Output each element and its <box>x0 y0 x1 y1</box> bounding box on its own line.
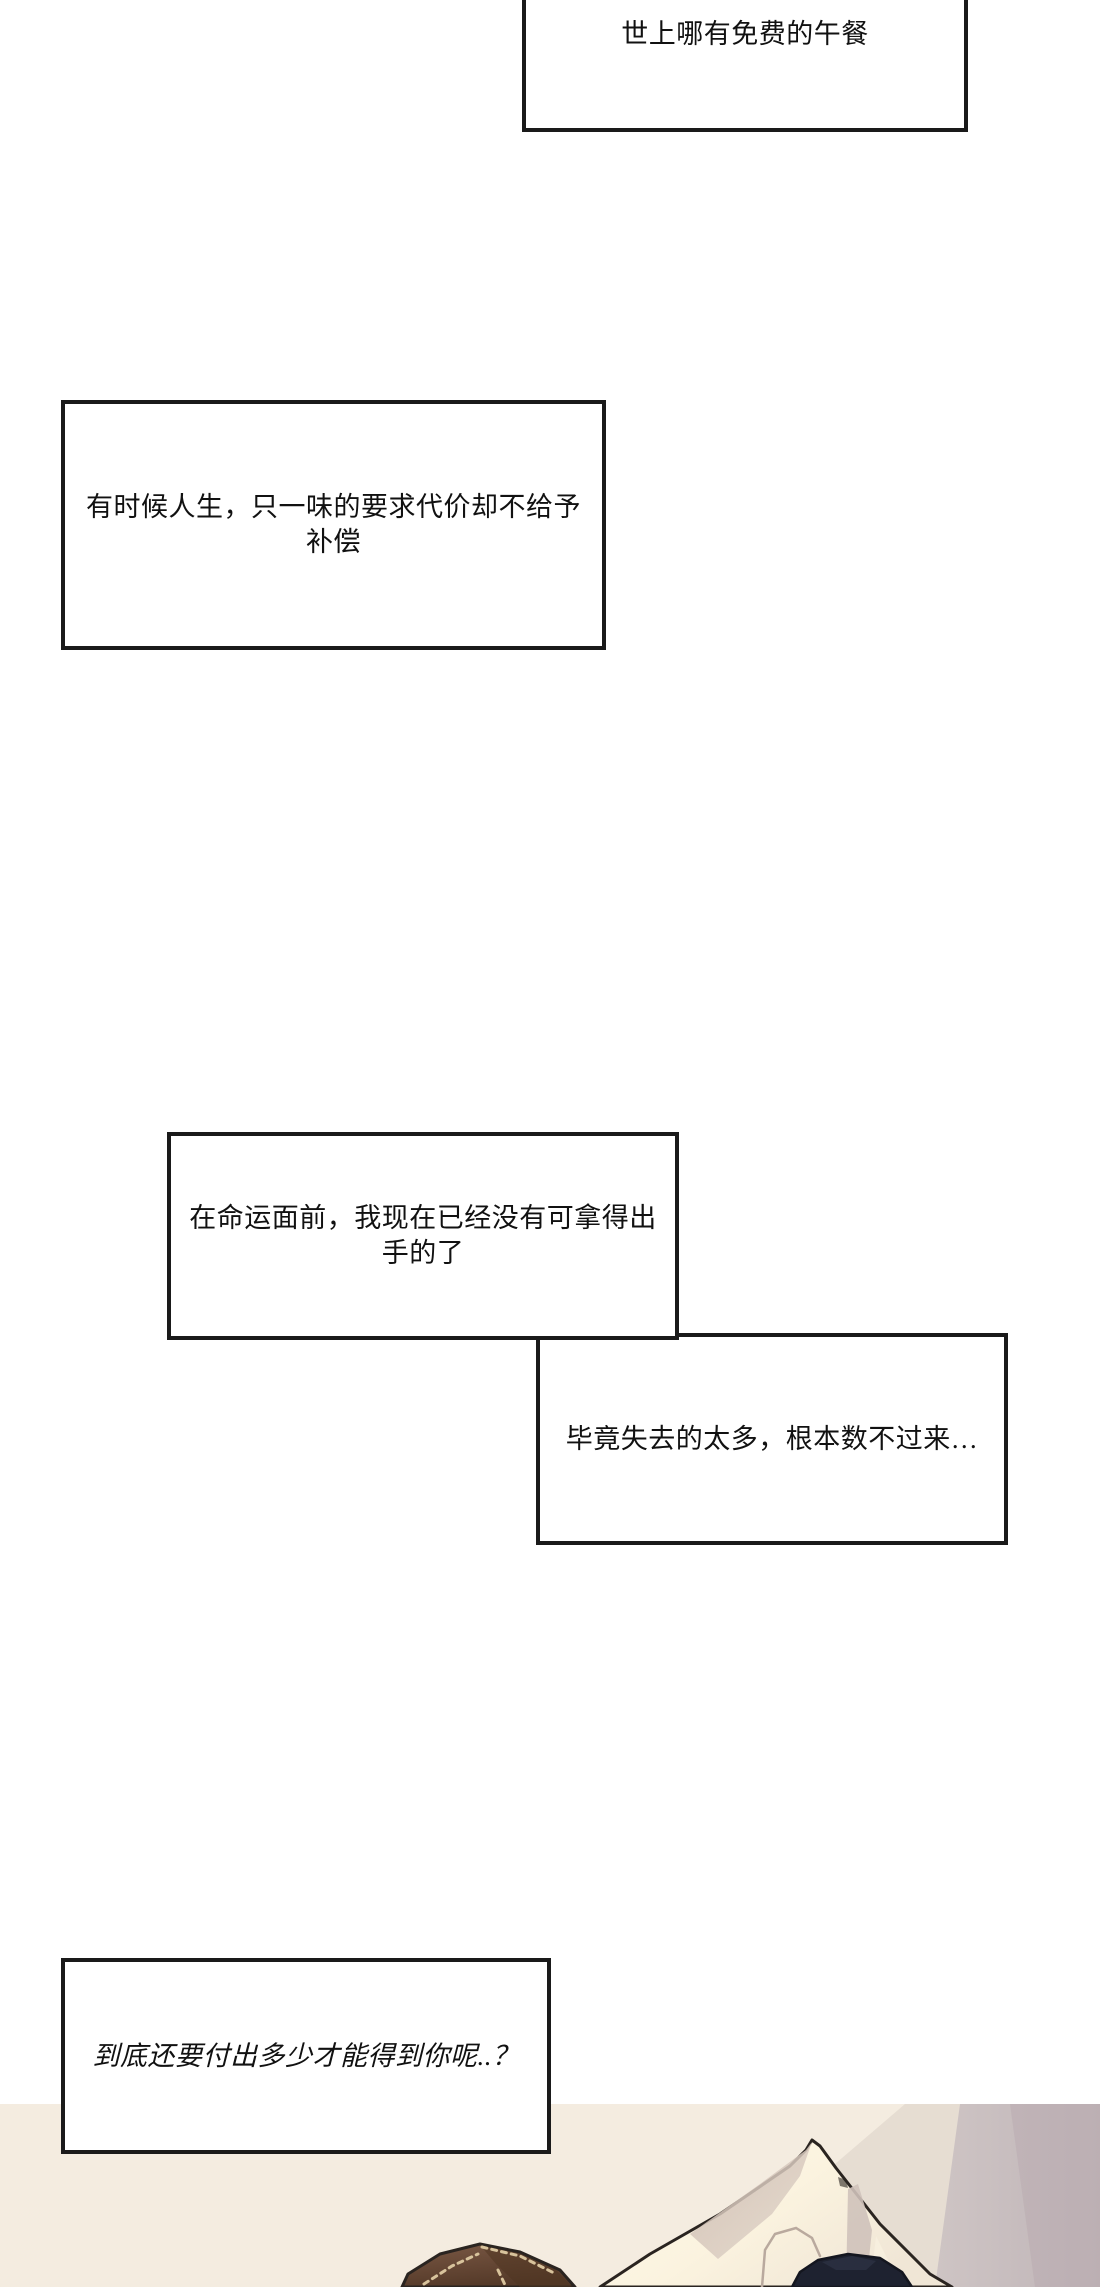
art-pillow-fold-line <box>760 2226 822 2287</box>
speech-bubble-4-text: 毕竟失去的太多，根本数不过来… <box>565 1423 979 1454</box>
speech-bubble-2[interactable]: 有时候人生，只一味的要求代价却不给予补偿 <box>61 400 606 650</box>
art-pillow-shade-left <box>690 2142 812 2259</box>
speech-bubble-3-text: 在命运面前，我现在已经没有可拿得出手的了 <box>189 1203 657 1268</box>
speech-bubble-2-text: 有时候人生，只一味的要求代价却不给予补偿 <box>86 492 581 557</box>
art-box-stitch-right <box>480 2245 558 2276</box>
speech-bubble-1[interactable]: 世上哪有免费的午餐 <box>522 0 968 132</box>
art-box-stitch-center <box>496 2268 508 2287</box>
art-wall-shadow <box>1010 2104 1100 2287</box>
speech-bubble-5[interactable]: 到底还要付出多少才能得到你呢..？ <box>61 1958 551 2154</box>
speech-bubble-3[interactable]: 在命运面前，我现在已经没有可拿得出手的了 <box>167 1132 679 1340</box>
speech-bubble-1-text: 世上哪有免费的午餐 <box>621 18 869 49</box>
art-hair-highlight <box>822 2256 876 2270</box>
art-pillow-notch <box>838 2177 848 2188</box>
art-hair-dark <box>790 2252 914 2287</box>
speech-bubble-5-text: 到底还要付出多少才能得到你呢..？ <box>92 2040 520 2071</box>
art-brown-box-shade <box>480 2245 572 2287</box>
art-box-stitch-left <box>422 2252 480 2286</box>
speech-bubble-4[interactable]: 毕竟失去的太多，根本数不过来… <box>536 1333 1008 1545</box>
